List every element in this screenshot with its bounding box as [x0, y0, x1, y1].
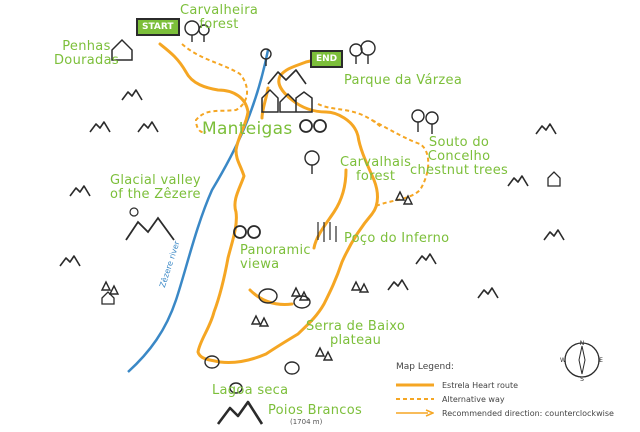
pine-tree-icon — [250, 314, 270, 327]
binoculars-icon — [299, 119, 327, 133]
mountain-icon — [137, 121, 159, 133]
compass-w: W — [560, 357, 566, 364]
tree-icon — [304, 150, 320, 174]
label-carvalheira-forest: Carvalheira forest — [180, 3, 259, 32]
pine-tree-icon — [290, 286, 310, 301]
label-panoramic-view: Panoramic viewa — [240, 243, 311, 272]
binoculars-icons — [233, 119, 327, 239]
legend-item-route: Estrela Heart route — [396, 378, 636, 392]
legend-arrow-icon — [396, 409, 434, 417]
zezere-river — [127, 49, 270, 373]
waterfall-icon — [317, 222, 337, 242]
compass-rose-icon: N S E W — [560, 340, 603, 382]
sun-icon — [129, 207, 139, 217]
tree-icon — [184, 20, 210, 42]
label-manteigas: Manteigas — [202, 119, 293, 139]
binoculars-icon — [233, 225, 261, 239]
legend-label: Alternative way — [442, 394, 505, 404]
house-icons — [111, 38, 313, 113]
compass-s: S — [580, 376, 584, 382]
rock-icon — [204, 355, 220, 369]
tree-icons — [100, 20, 439, 361]
mountain-icon — [477, 287, 499, 299]
pine-tree-icon — [100, 280, 120, 295]
tree-icon — [411, 109, 439, 134]
legend-dashed-line-icon — [396, 398, 434, 400]
legend-label: Estrela Heart route — [442, 380, 519, 390]
legend-label: Recommended direction: counterclockwise — [442, 408, 614, 418]
mountain-icon — [59, 255, 81, 267]
manteigas-town-icon — [261, 88, 313, 113]
pine-tree-icon — [314, 346, 334, 361]
mountain-icon — [543, 229, 565, 241]
label-serra-baixo: Serra de Baixo plateau — [306, 319, 406, 348]
compass-n: N — [580, 340, 585, 347]
legend-item-alternative: Alternative way — [396, 392, 636, 406]
house-icon — [111, 38, 133, 61]
label-carvalhais-forest: Carvalhais forest — [340, 155, 412, 184]
mountain-icon — [69, 185, 91, 197]
mountain-icon — [267, 69, 307, 85]
poios-brancos-mountain-icon — [216, 400, 264, 425]
cabin-icon — [101, 291, 115, 305]
glacial-valley-icon — [125, 216, 175, 241]
mountain-icon — [507, 175, 529, 187]
cabin-icon — [547, 171, 561, 187]
mountain-icon — [415, 253, 437, 265]
label-glacial-valley: Glacial valley of the Zêzere — [110, 173, 201, 202]
rock-icon — [293, 295, 311, 309]
pine-tree-icon — [350, 280, 370, 293]
map-legend: Map Legend: Estrela Heart route Alternat… — [396, 362, 636, 420]
label-penhas-douradas: Penhas Douradas — [54, 39, 119, 68]
mountain-icon — [535, 123, 557, 135]
mountain-icon — [121, 89, 143, 101]
tree-icon — [349, 40, 376, 64]
label-poios-altitude: (1704 m) — [290, 418, 323, 426]
rock-icon — [258, 288, 278, 304]
mountain-icons — [59, 69, 565, 425]
label-souto-concelho: Souto do Concelho chestnut trees — [410, 135, 509, 178]
legend-item-direction: Recommended direction: counterclockwise — [396, 406, 636, 420]
label-poco-inferno: Poço do Inferno — [344, 231, 450, 246]
mountain-icon — [387, 279, 409, 291]
cabin-icons — [101, 171, 561, 305]
pine-tree-icon — [394, 190, 414, 205]
label-poios-brancos: Poios Brancos — [268, 403, 363, 418]
rock-icons — [204, 288, 311, 394]
compass-e: E — [599, 357, 603, 364]
rock-icon — [284, 361, 300, 375]
tree-icon — [260, 48, 272, 66]
legend-title: Map Legend: — [396, 362, 454, 372]
start-sign: START — [136, 18, 180, 36]
end-sign: END — [310, 50, 344, 68]
legend-solid-line-icon — [396, 383, 434, 387]
label-parque-varzea: Parque da Várzea — [344, 73, 463, 88]
label-lagoa-seca: Lagoa seca — [212, 383, 289, 398]
rock-icon — [229, 382, 243, 394]
mountain-icon — [89, 121, 111, 133]
